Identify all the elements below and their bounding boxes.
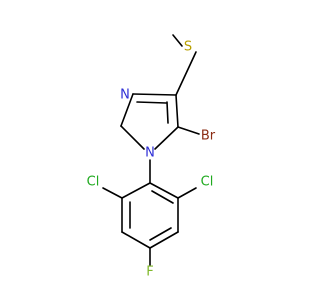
- bond-ar-c4-c5: [121, 231, 151, 249]
- atom-nitrogen-n3-label: N: [120, 88, 130, 103]
- bond-n3-c2: [120, 93, 134, 127]
- atom-nitrogen-n1-label: N: [145, 146, 155, 161]
- bond-c5-br: [177, 126, 200, 135]
- bond-c2-n1: [120, 125, 145, 150]
- molecule-canvas: S N Br N Cl Cl F: [86, 34, 216, 280]
- bond-c5-c4-inner: [166, 101, 169, 124]
- atom-sulfur-label: S: [184, 40, 192, 55]
- bond-ar-c3-c4: [149, 231, 179, 249]
- bond-ar-cl-right: [177, 187, 197, 199]
- atom-chlorine-left-label: Cl: [87, 175, 100, 190]
- bond-ar-c3-c4-inner: [149, 227, 172, 241]
- bond-c4-n3: [132, 93, 177, 96]
- bond-ar-c6-c1: [121, 182, 151, 199]
- bond-c4-n3-inner: [136, 101, 167, 104]
- bond-ar-c1-c2: [149, 182, 179, 199]
- bond-s-c4: [175, 51, 197, 96]
- structure-diagram: S N Br N Cl Cl F: [87, 34, 216, 280]
- bond-n1-c5: [154, 126, 179, 150]
- atom-fluorine-label: F: [146, 265, 153, 280]
- bond-ar-c1-c2-inner: [151, 190, 174, 204]
- atom-chlorine-right-label: Cl: [201, 175, 214, 190]
- bond-methyl-s: [172, 34, 183, 47]
- atom-bromine-label: Br: [201, 129, 216, 144]
- bond-c5-c4: [175, 94, 179, 128]
- bond-ar-cl-left: [102, 187, 123, 199]
